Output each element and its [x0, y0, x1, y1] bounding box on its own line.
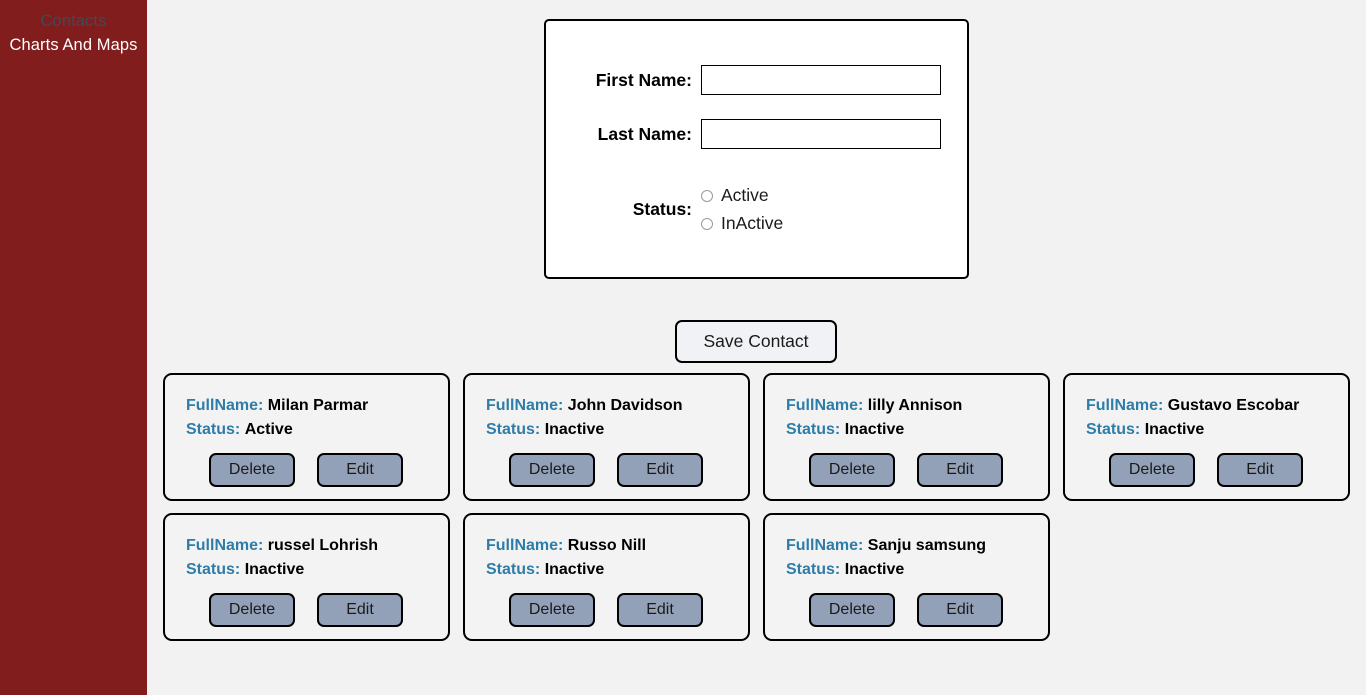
contact-status-line: Status: Inactive: [486, 418, 748, 442]
contact-status-value: Inactive: [544, 561, 605, 578]
contact-card-actions: Delete Edit: [209, 453, 403, 487]
contact-fullname-line: FullName: Milan Parmar: [186, 394, 448, 418]
contact-fullname-value: Sanju samsung: [867, 537, 987, 554]
contact-status-key: Status:: [186, 561, 241, 578]
contact-fullname-key: FullName:: [1086, 397, 1164, 414]
contact-status-value: Inactive: [544, 421, 605, 438]
sidebar: Contacts Charts And Maps: [0, 0, 147, 695]
radio-inactive-icon[interactable]: [701, 217, 713, 230]
last-name-label: Last Name:: [597, 123, 692, 144]
contact-fullname-key: FullName:: [486, 537, 564, 554]
contact-fullname-line: FullName: John Davidson: [486, 394, 748, 418]
contact-card-actions: Delete Edit: [809, 593, 1003, 627]
contact-status-key: Status:: [486, 421, 541, 438]
contact-card-actions: Delete Edit: [209, 593, 403, 627]
contact-fullname-value: Milan Parmar: [267, 397, 369, 414]
contact-status-line: Status: Inactive: [786, 558, 1048, 582]
contact-fullname-key: FullName:: [186, 397, 264, 414]
status-option-active[interactable]: Active: [701, 185, 783, 206]
contact-fullname-value: Russo Nill: [567, 537, 647, 554]
contact-fullname-line: FullName: Gustavo Escobar: [1086, 394, 1348, 418]
contact-status-value: Active: [244, 421, 293, 438]
contact-status-line: Status: Inactive: [1086, 418, 1348, 442]
contact-fullname-value: John Davidson: [567, 397, 683, 414]
contact-status-key: Status:: [1086, 421, 1141, 438]
edit-contact-button[interactable]: Edit: [617, 453, 703, 487]
sidebar-item-charts-and-maps[interactable]: Charts And Maps: [9, 36, 138, 55]
edit-contact-button[interactable]: Edit: [917, 593, 1003, 627]
delete-contact-button[interactable]: Delete: [209, 453, 295, 487]
edit-contact-button[interactable]: Edit: [317, 593, 403, 627]
contact-card-actions: Delete Edit: [509, 593, 703, 627]
contact-status-line: Status: Inactive: [186, 558, 448, 582]
contact-fullname-line: FullName: russel Lohrish: [186, 534, 448, 558]
delete-contact-button[interactable]: Delete: [809, 593, 895, 627]
contact-fullname-line: FullName: Russo Nill: [486, 534, 748, 558]
status-option-inactive[interactable]: InActive: [701, 213, 783, 234]
edit-contact-button[interactable]: Edit: [1217, 453, 1303, 487]
delete-contact-button[interactable]: Delete: [509, 593, 595, 627]
delete-contact-button[interactable]: Delete: [1109, 453, 1195, 487]
contact-fullname-key: FullName:: [786, 397, 864, 414]
contact-fullname-value: Gustavo Escobar: [1167, 397, 1300, 414]
last-name-row: Last Name:: [587, 119, 941, 149]
status-row: Status: Active InActive: [587, 185, 784, 234]
contact-status-key: Status:: [186, 421, 241, 438]
contact-fullname-line: FullName: Sanju samsung: [786, 534, 1048, 558]
save-contact-button[interactable]: Save Contact: [675, 320, 837, 363]
contact-status-key: Status:: [786, 561, 841, 578]
contact-fullname-key: FullName:: [786, 537, 864, 554]
contact-status-value: Inactive: [844, 421, 905, 438]
status-option-active-label: Active: [721, 185, 769, 205]
contact-status-key: Status:: [786, 421, 841, 438]
contact-status-line: Status: Inactive: [786, 418, 1048, 442]
delete-contact-button[interactable]: Delete: [209, 593, 295, 627]
contact-fullname-value: lilly Annison: [867, 397, 963, 414]
first-name-input[interactable]: [701, 65, 941, 95]
delete-contact-button[interactable]: Delete: [809, 453, 895, 487]
contact-fullname-key: FullName:: [486, 397, 564, 414]
contact-status-value: Inactive: [844, 561, 905, 578]
status-label: Status:: [632, 199, 692, 219]
contact-fullname-key: FullName:: [186, 537, 264, 554]
contact-card-actions: Delete Edit: [509, 453, 703, 487]
main-content: First Name: Last Name: Status: Active In…: [147, 0, 1366, 695]
delete-contact-button[interactable]: Delete: [509, 453, 595, 487]
edit-contact-button[interactable]: Edit: [317, 453, 403, 487]
contact-fullname-line: FullName: lilly Annison: [786, 394, 1048, 418]
contact-form-panel: First Name: Last Name: Status: Active In…: [544, 19, 969, 279]
status-option-inactive-label: InActive: [721, 213, 784, 233]
contact-status-line: Status: Active: [186, 418, 448, 442]
contact-status-value: Inactive: [244, 561, 305, 578]
first-name-row: First Name:: [587, 65, 941, 95]
contact-status-line: Status: Inactive: [486, 558, 748, 582]
contact-fullname-value: russel Lohrish: [267, 537, 379, 554]
contact-card-actions: Delete Edit: [1109, 453, 1303, 487]
contact-card-actions: Delete Edit: [809, 453, 1003, 487]
sidebar-item-contacts[interactable]: Contacts: [40, 12, 107, 30]
last-name-input[interactable]: [701, 119, 941, 149]
first-name-label: First Name:: [595, 69, 692, 90]
edit-contact-button[interactable]: Edit: [617, 593, 703, 627]
contact-status-key: Status:: [486, 561, 541, 578]
status-radio-group: Active InActive: [701, 185, 783, 234]
edit-contact-button[interactable]: Edit: [917, 453, 1003, 487]
contact-status-value: Inactive: [1144, 421, 1205, 438]
radio-active-icon[interactable]: [701, 189, 713, 202]
